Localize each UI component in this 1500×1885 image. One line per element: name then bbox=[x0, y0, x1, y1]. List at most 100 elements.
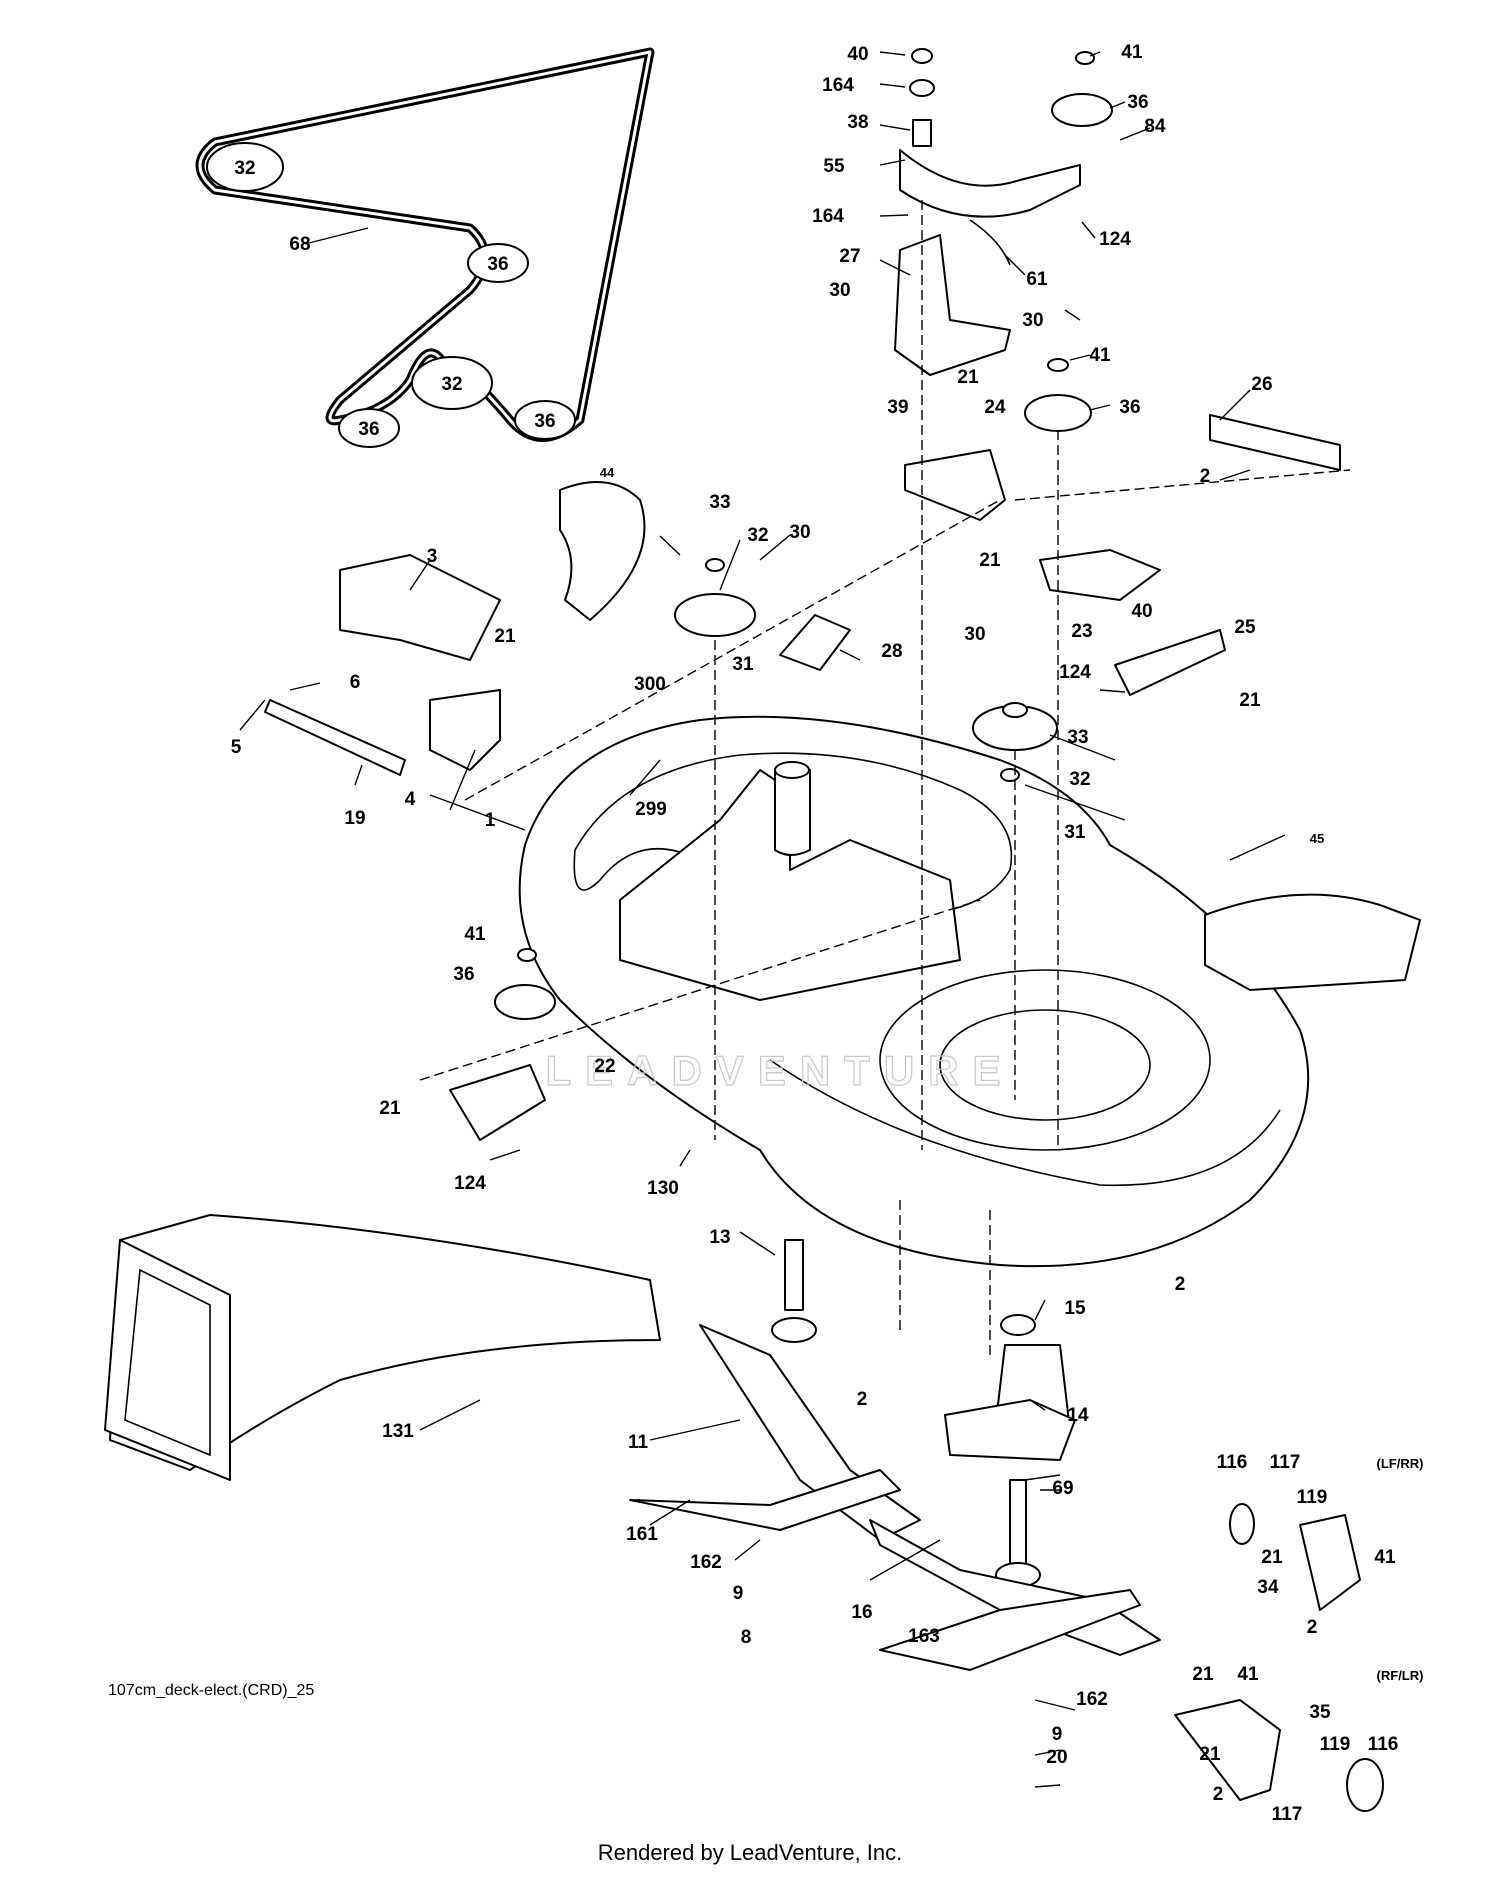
part-label: 27 bbox=[839, 246, 860, 267]
part-label: 41 bbox=[1121, 42, 1143, 63]
part-label: 4 bbox=[405, 789, 416, 810]
part-label: 164 bbox=[812, 206, 844, 227]
part-label: 9 bbox=[733, 1583, 744, 1604]
part-label: 2 bbox=[1175, 1274, 1186, 1295]
leader-lines bbox=[239, 51, 1286, 1788]
part-label: 119 bbox=[1320, 1734, 1351, 1755]
watermark: LEADVENTURE bbox=[545, 1047, 1014, 1094]
part-label: 21 bbox=[1239, 690, 1261, 711]
part-label: 40 bbox=[1131, 601, 1152, 622]
part-label: 21 bbox=[1199, 1744, 1221, 1765]
part-label: 21 bbox=[979, 550, 1001, 571]
part-label: 30 bbox=[964, 624, 985, 645]
footer-credit: Rendered by LeadVenture, Inc. bbox=[597, 1840, 903, 1865]
part-label: 36 bbox=[453, 964, 474, 985]
diagram-reference: 107cm_deck-elect.(CRD)_25 bbox=[108, 1682, 315, 1699]
part-label: 26 bbox=[1251, 374, 1272, 395]
alignment-lines bbox=[419, 200, 1351, 1360]
part-label: 3 bbox=[427, 546, 438, 567]
part-label: 8 bbox=[741, 1627, 752, 1648]
part-label: 162 bbox=[690, 1552, 722, 1573]
part-label: 30 bbox=[1022, 310, 1043, 331]
mower-deck-housing bbox=[518, 715, 1310, 1268]
part-label: 21 bbox=[494, 626, 516, 647]
part-label: 2 bbox=[1200, 466, 1211, 487]
part-label: 55 bbox=[823, 156, 845, 177]
part-label: 119 bbox=[1297, 1487, 1328, 1508]
part-label: 1 bbox=[485, 810, 496, 831]
part-label: 6 bbox=[350, 672, 361, 693]
part-label: 162 bbox=[1076, 1689, 1108, 1710]
part-labels: 40 41 164 36 84 38 55 164 124 27 61 30 3… bbox=[231, 42, 1424, 1825]
part-label: 2 bbox=[1307, 1617, 1318, 1638]
part-label: 30 bbox=[829, 280, 850, 301]
part-label: 33 bbox=[1067, 727, 1088, 748]
part-label: 299 bbox=[635, 799, 667, 820]
part-label: 32 bbox=[747, 525, 768, 546]
part-label: 31 bbox=[1064, 822, 1086, 843]
drive-belt-assembly bbox=[195, 47, 655, 448]
part-label: 34 bbox=[1257, 1577, 1279, 1598]
belt-label-4: 36 bbox=[534, 411, 555, 432]
belt-label-2: 32 bbox=[441, 374, 462, 395]
part-label: 45 bbox=[1310, 831, 1324, 846]
part-label: 130 bbox=[647, 1178, 679, 1199]
part-label: 124 bbox=[1099, 229, 1131, 250]
part-label: 19 bbox=[344, 808, 365, 829]
part-label: 5 bbox=[231, 737, 242, 758]
part-label: 124 bbox=[454, 1173, 486, 1194]
blade-spindle-assembly bbox=[629, 1239, 1161, 1671]
part-label: 69 bbox=[1052, 1478, 1073, 1499]
part-label: 13 bbox=[709, 1227, 730, 1248]
gauge-wheel-assembly bbox=[1174, 1503, 1384, 1812]
part-label: 300 bbox=[634, 674, 666, 695]
part-label: 44 bbox=[600, 465, 615, 480]
part-label: 30 bbox=[789, 522, 810, 543]
part-label: 2 bbox=[857, 1389, 868, 1410]
part-label: 21 bbox=[957, 367, 979, 388]
part-label: 117 bbox=[1270, 1452, 1301, 1473]
part-label: 84 bbox=[1144, 116, 1166, 137]
part-label: 16 bbox=[851, 1602, 872, 1623]
part-label: 2 bbox=[1213, 1784, 1224, 1805]
part-label: 35 bbox=[1309, 1702, 1331, 1723]
part-label: 39 bbox=[887, 397, 908, 418]
part-label: (RF/LR) bbox=[1377, 1668, 1424, 1683]
part-label: 116 bbox=[1368, 1734, 1399, 1755]
part-label: 117 bbox=[1272, 1804, 1303, 1825]
part-label: 25 bbox=[1234, 617, 1256, 638]
part-label: 28 bbox=[881, 641, 902, 662]
part-label: 68 bbox=[289, 234, 310, 255]
part-label: 32 bbox=[1069, 769, 1090, 790]
part-label: 11 bbox=[628, 1432, 649, 1453]
part-label: 41 bbox=[464, 924, 486, 945]
part-label: 24 bbox=[984, 397, 1006, 418]
part-label: 116 bbox=[1217, 1452, 1248, 1473]
part-label: 36 bbox=[1127, 92, 1148, 113]
part-label: 163 bbox=[908, 1626, 940, 1647]
part-label: 61 bbox=[1026, 269, 1048, 290]
part-label: 21 bbox=[1261, 1547, 1283, 1568]
belt-label-0: 32 bbox=[234, 158, 255, 179]
idler-arm-assembly bbox=[894, 48, 1341, 782]
discharge-chute bbox=[104, 1214, 661, 1481]
part-label: 41 bbox=[1089, 345, 1111, 366]
part-label: 20 bbox=[1046, 1747, 1067, 1768]
part-label: 15 bbox=[1064, 1298, 1086, 1319]
part-label: 40 bbox=[847, 44, 868, 65]
part-label: 33 bbox=[709, 492, 730, 513]
part-label: 124 bbox=[1059, 662, 1091, 683]
part-label: 41 bbox=[1374, 1547, 1396, 1568]
part-label: 41 bbox=[1237, 1664, 1259, 1685]
belt-pulley-labels: 32 36 32 36 36 bbox=[234, 158, 555, 440]
part-label: 9 bbox=[1052, 1724, 1063, 1745]
part-label: 21 bbox=[379, 1098, 401, 1119]
part-label: 23 bbox=[1071, 621, 1092, 642]
part-label: 22 bbox=[594, 1056, 615, 1077]
part-label: 161 bbox=[626, 1524, 658, 1545]
belt-label-3: 36 bbox=[358, 419, 379, 440]
part-label: 14 bbox=[1067, 1405, 1089, 1426]
belt-label-1: 36 bbox=[487, 254, 508, 275]
part-label: 36 bbox=[1119, 397, 1140, 418]
